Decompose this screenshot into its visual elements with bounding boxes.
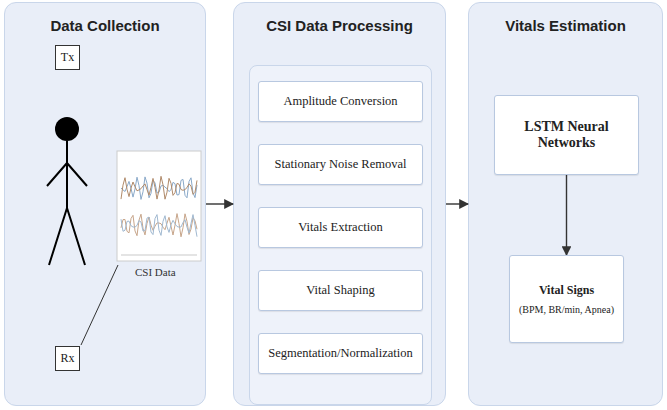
stage-panel: CSI Data ProcessingAmplitude ConversionS… — [233, 2, 446, 406]
transmitter-box: Tx — [55, 45, 80, 70]
receiver-box: Rx — [55, 346, 80, 371]
box-label: Vitals Extraction — [298, 220, 382, 235]
process-box: Vitals Extraction — [258, 207, 423, 248]
box-label: Vital Signs — [539, 283, 594, 298]
box-label: (BPM, BR/min, Apnea) — [519, 304, 614, 315]
process-box: Amplitude Conversion — [258, 81, 423, 122]
process-box: Stationary Noise Removal — [258, 144, 423, 185]
csi-trace — [121, 177, 197, 200]
panel-title: Data Collection — [5, 17, 205, 34]
person-body — [47, 141, 87, 265]
stage-panel: Vitals EstimationLSTM Neural NetworksVit… — [468, 2, 663, 406]
process-box: Segmentation/Normalization — [258, 333, 423, 374]
panel-title: Vitals Estimation — [469, 17, 662, 34]
process-box: Vital Shaping — [258, 270, 423, 311]
person-illustration — [5, 3, 204, 404]
box-label: Rx — [60, 351, 74, 366]
person-head — [55, 117, 79, 141]
csi-trace — [121, 176, 197, 199]
model-box: LSTM Neural Networks — [494, 95, 639, 175]
box-label: LSTM Neural Networks — [505, 119, 628, 151]
box-label: Stationary Noise Removal — [275, 157, 407, 172]
box-label: Segmentation/Normalization — [268, 346, 412, 361]
flow-arrow — [446, 203, 468, 204]
image-caption: CSI Data — [135, 266, 176, 278]
signal-line — [81, 265, 118, 345]
output-box: Vital Signs (BPM, BR/min, Apnea) — [509, 255, 624, 343]
csi-trace — [121, 214, 197, 237]
flow-arrow — [206, 203, 233, 204]
box-label: Vital Shaping — [306, 283, 374, 298]
stage-panel: Data CollectionTxRx CSI Data — [4, 2, 206, 406]
csi-plot — [117, 151, 201, 261]
box-label: Tx — [61, 50, 74, 65]
csi-trace — [121, 215, 197, 237]
panel-title: CSI Data Processing — [234, 17, 445, 34]
plot-axis — [121, 255, 197, 256]
box-label: Amplitude Conversion — [283, 94, 397, 109]
